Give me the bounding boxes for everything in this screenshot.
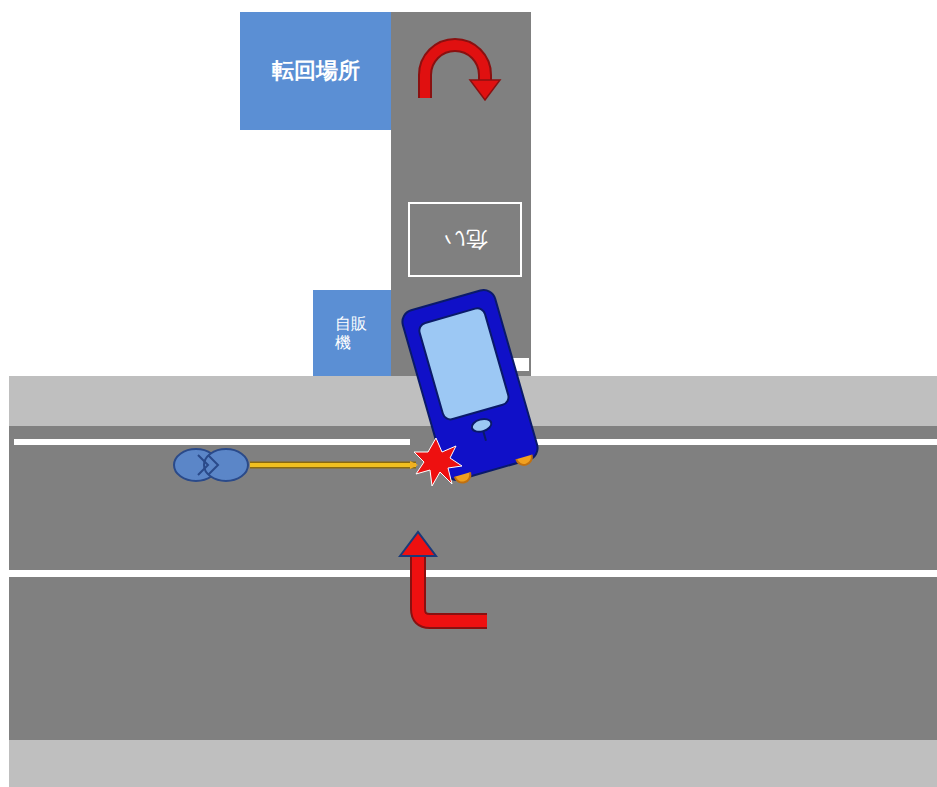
u-turn-arrow (425, 45, 485, 98)
collision-mark (414, 438, 462, 486)
travel-arrow (250, 462, 416, 469)
node-label: 転回場所 (272, 58, 360, 84)
u-turn-arrow (425, 45, 485, 98)
node-label: 危い (443, 226, 488, 252)
lane-line (530, 439, 937, 445)
lane-line (9, 570, 937, 577)
area-label: 転回場所 (240, 12, 391, 130)
turn-arrow (418, 555, 487, 621)
vending-machine: 自販機 (313, 290, 391, 376)
sidewalk (9, 740, 937, 787)
turn-arrow (400, 532, 436, 556)
node-label: 自販機 (335, 314, 369, 352)
turn-arrow (418, 555, 487, 621)
cyclist (174, 449, 248, 481)
u-turn-arrow (470, 80, 500, 100)
travel-arrow (250, 463, 416, 467)
car (400, 287, 542, 486)
road-marking: 危い (408, 202, 522, 277)
lane-line (14, 439, 410, 445)
